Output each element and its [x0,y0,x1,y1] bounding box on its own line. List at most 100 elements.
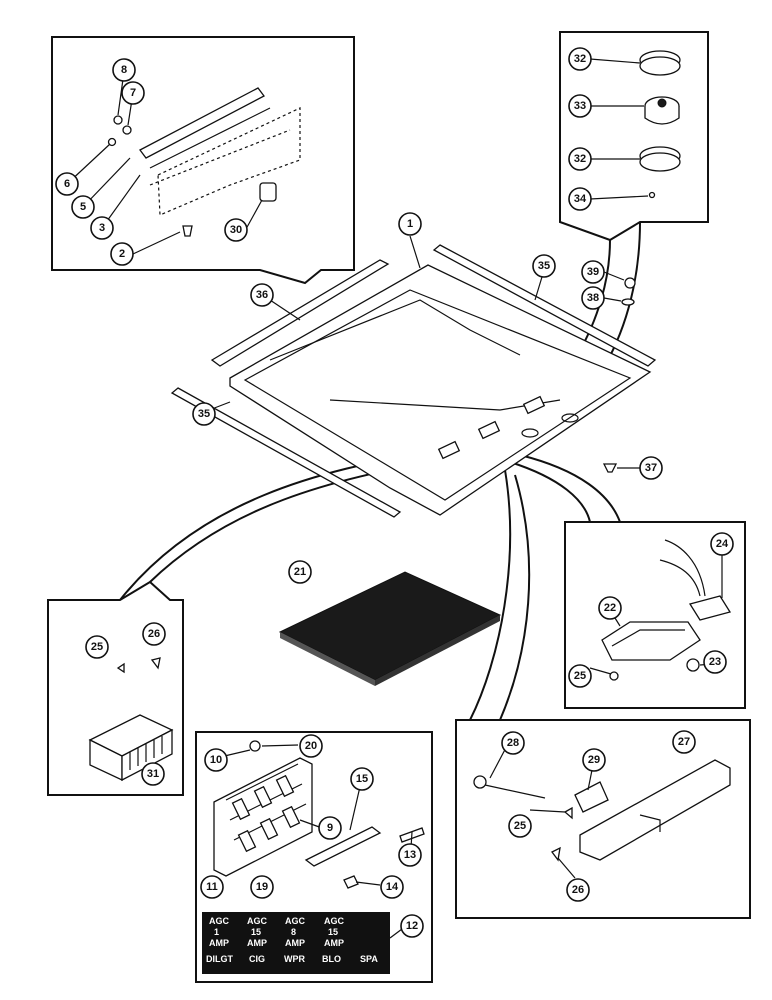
svg-text:5: 5 [80,201,86,213]
svg-text:14: 14 [386,881,399,893]
nut-20 [249,740,261,752]
svg-text:12: 12 [406,920,418,932]
callout-7: 7 [121,81,145,105]
screw-37 [602,463,618,473]
callout-21: 21 [288,560,312,584]
fuse-label-r3c4: AMP [324,938,344,948]
svg-text:35: 35 [198,408,210,420]
svg-text:32: 32 [574,53,586,65]
svg-text:2: 2 [119,248,125,260]
svg-text:29: 29 [588,754,600,766]
bracket-31 [88,657,174,782]
callout-36: 36 [250,283,274,307]
svg-text:39: 39 [587,266,599,278]
svg-text:23: 23 [709,656,721,668]
svg-text:20: 20 [305,740,317,752]
svg-text:33: 33 [574,100,586,112]
callout-28: 28 [501,731,525,755]
fuse-label-r4c1: DILGT [206,954,233,964]
callout-32-top: 32 [568,47,592,71]
nut-39 [624,277,636,289]
svg-text:36: 36 [256,289,268,301]
callout-33: 33 [568,94,592,118]
fuse-label-r2c3: 8 [291,927,296,937]
svg-text:7: 7 [130,87,136,99]
svg-text:19: 19 [256,881,268,893]
svg-text:35: 35 [538,260,550,272]
svg-text:25: 25 [574,670,586,682]
knob-28 [473,775,546,799]
callout-31: 31 [141,762,165,786]
clip-25 [563,806,573,820]
detail-box-cover-plate [455,719,751,919]
callout-5: 5 [71,195,95,219]
fuse-label-r4c4: BLO [322,954,341,964]
callout-leaders [66,58,723,939]
fuse-label-r2c1: 1 [214,927,219,937]
svg-text:25: 25 [91,641,103,653]
callout-24: 24 [710,532,734,556]
detail-box-rod [51,36,355,285]
trim-strip-35-left [170,387,402,518]
screw-14 [343,875,359,889]
fuse-label-r1c4: AGC [324,916,345,926]
lamp-rings [639,50,681,199]
svg-text:32: 32 [574,153,586,165]
trim-strip-36 [210,259,390,367]
floor-mat [278,571,502,686]
svg-text:1: 1 [407,218,413,230]
callout-8: 8 [112,58,136,82]
callout-34: 34 [568,187,592,211]
trim-strip-35-top [432,244,657,367]
callout-32-bottom: 32 [568,147,592,171]
callout-37: 37 [639,456,663,480]
fuse-label-r2c4: 15 [328,927,338,937]
callout-14: 14 [380,875,404,899]
callout-13: 13 [398,843,422,867]
svg-text:22: 22 [604,602,616,614]
fuse-label-plate: AGC AGC AGC AGC 1 15 8 15 AMP AMP AMP AM… [202,912,390,974]
callout-39: 39 [581,260,605,284]
fuse-label-r3c1: AMP [209,938,229,948]
callout-3: 3 [90,216,114,240]
svg-text:21: 21 [294,566,306,578]
callout-10: 10 [204,748,228,772]
fuse-label-r4c2: CIG [249,954,265,964]
svg-text:38: 38 [587,292,599,304]
clip-26 [551,846,561,862]
svg-text:25: 25 [514,820,526,832]
callout-15: 15 [350,767,374,791]
callout-2: 2 [110,242,134,266]
callout-29: 29 [582,748,606,772]
svg-text:11: 11 [206,881,218,893]
svg-text:13: 13 [404,849,416,861]
roof-panel [229,264,652,516]
svg-text:31: 31 [147,768,159,780]
fuse-label-r3c2: AMP [247,938,267,948]
leader-ribbon-plate [469,469,531,721]
washer-38 [621,298,635,306]
callout-22: 22 [598,596,622,620]
bus-bar-15 [304,826,382,867]
callout-26-left: 26 [142,622,166,646]
detail-box-fuse-block [195,731,433,983]
detail-box-bracket [47,580,184,796]
fuse-label-r1c1: AGC [209,916,230,926]
callout-35-top: 35 [532,254,556,278]
fuse-label-r2c2: 15 [251,927,261,937]
svg-text:37: 37 [645,462,657,474]
fuse-label-r1c3: AGC [285,916,306,926]
callout-19: 19 [250,875,274,899]
fuse-label-r1c2: AGC [247,916,268,926]
callouts: 1 2 3 5 6 7 8 30 32 33 32 34 39 38 35 36… [55,47,734,938]
svg-text:34: 34 [574,193,587,205]
svg-text:30: 30 [230,224,242,236]
callout-25-plate: 25 [508,814,532,838]
cover-plate-27 [579,759,731,861]
dome-lamp [601,539,732,681]
svg-text:24: 24 [716,538,729,550]
callout-6: 6 [55,172,79,196]
fuse-label-r4c3: WPR [284,954,305,964]
callout-12: 12 [400,914,424,938]
